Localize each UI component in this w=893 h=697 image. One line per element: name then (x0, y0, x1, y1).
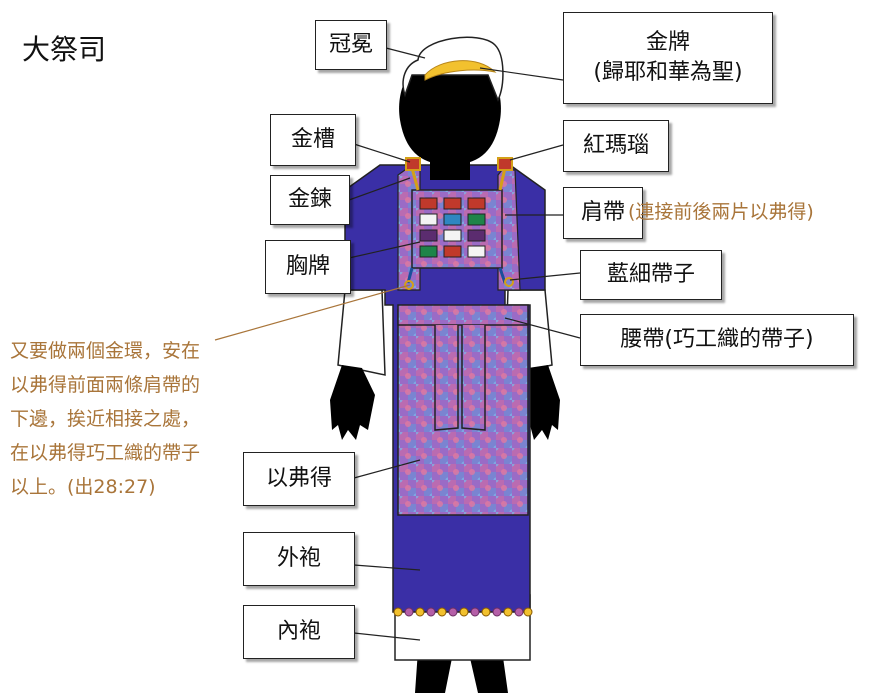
gold-ring-left (404, 280, 414, 290)
label-gold-setting: 金槽 (270, 114, 356, 166)
label-waistband: 腰帶(巧工織的帶子) (580, 314, 854, 366)
hem-pomegranates-bells (393, 607, 533, 617)
label-tunic: 內袍 (243, 605, 355, 659)
label-ephod: 以弗得 (243, 452, 355, 506)
diagram-title: 大祭司 (22, 33, 107, 66)
leader-lines (214, 47, 581, 641)
shoulder-note: (連接前後兩片以弗得) (628, 201, 814, 223)
label-breastplate: 胸牌 (265, 240, 351, 294)
gold-chain-right (498, 167, 507, 191)
waistband-ends (434, 325, 486, 431)
gold-setting-left (405, 157, 421, 171)
label-miter: 冠冕 (315, 20, 387, 70)
gold-ring-note: 又要做兩個金環，安在以弗得前面兩條肩帶的下邊，挨近相接之處，在以弗得巧工織的帶子… (10, 340, 201, 498)
label-robe: 外袍 (243, 532, 355, 586)
label-onyx: 紅瑪瑙 (563, 120, 669, 172)
breastplate-stones (419, 197, 486, 258)
label-blue-cord: 藍細帶子 (580, 250, 722, 300)
gold-plate-shape (424, 60, 497, 81)
gold-plate-inscription: (歸耶和華為聖) (593, 60, 743, 85)
gold-chain-left (410, 167, 420, 191)
gold-ring-right (504, 277, 514, 287)
waistband-shape (397, 304, 529, 326)
gold-plate-label: 金牌 (645, 30, 690, 56)
label-shoulder-piece: 肩帶 (563, 187, 643, 239)
label-gold-plate: 金牌 (歸耶和華為聖) (563, 12, 773, 104)
gold-setting-right (497, 157, 513, 171)
hand-left (330, 365, 375, 440)
label-gold-chain: 金鍊 (270, 175, 350, 225)
